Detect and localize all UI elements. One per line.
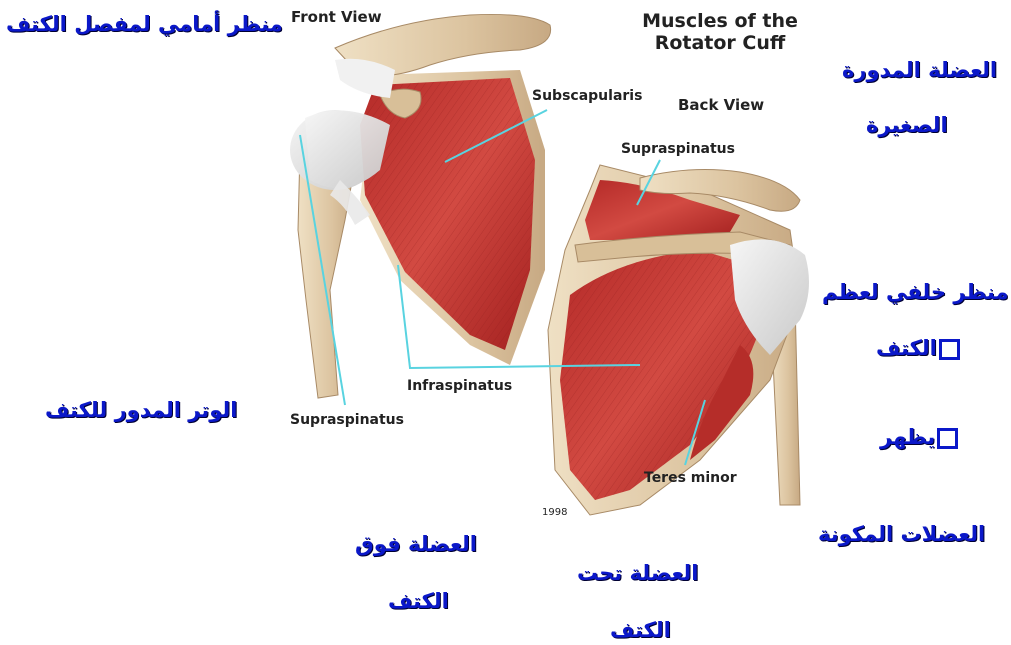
arabic-front-view-label: منظر أمامي لمفصل الكتف: [6, 12, 283, 36]
arabic-infraspinatus-label-1: العضلة تحت: [577, 561, 699, 585]
supraspinatus-back-label: Supraspinatus: [621, 141, 735, 157]
subscapularis-label: Subscapularis: [532, 88, 642, 104]
front-view-shoulder: [290, 14, 551, 398]
arabic-back-view-label-2-text: الكتف: [876, 336, 937, 360]
back-view-label: Back View: [678, 96, 764, 114]
checkbox-icon: [937, 428, 958, 449]
arabic-rotator-muscle-label: العضلة المدورة: [842, 58, 997, 82]
diagram-title-line2: Rotator Cuff: [630, 32, 810, 54]
arabic-rotator-muscle-label-2: الصغيرة: [866, 113, 948, 137]
front-view-label: Front View: [291, 8, 382, 26]
back-view-shoulder: [548, 165, 809, 515]
arabic-back-view-label-1: منظر خلفي لعظم: [822, 280, 1008, 304]
infraspinatus-label: Infraspinatus: [407, 378, 512, 394]
arabic-supraspinatus-label-2: الكتف: [388, 589, 449, 613]
arabic-back-view-label-3-text: يظهر: [880, 425, 935, 449]
checkbox-icon: [939, 339, 960, 360]
teres-minor-label: Teres minor: [644, 470, 737, 486]
arabic-tendon-label: الوتر المدور للكتف: [45, 398, 238, 422]
diagram-title-line1: Muscles of the: [630, 10, 810, 32]
arabic-composing-muscles-label: العضلات المكونة: [818, 522, 985, 546]
supraspinatus-front-label: Supraspinatus: [290, 412, 404, 428]
diagram-title: Muscles of the Rotator Cuff: [630, 10, 810, 54]
arabic-back-view-label-2: الكتف: [876, 336, 960, 360]
year-label: 1998: [542, 507, 567, 518]
arabic-back-view-label-3: يظهر: [880, 425, 958, 449]
arabic-supraspinatus-label-1: العضلة فوق: [355, 532, 477, 556]
arabic-infraspinatus-label-2: الكتف: [610, 618, 671, 642]
